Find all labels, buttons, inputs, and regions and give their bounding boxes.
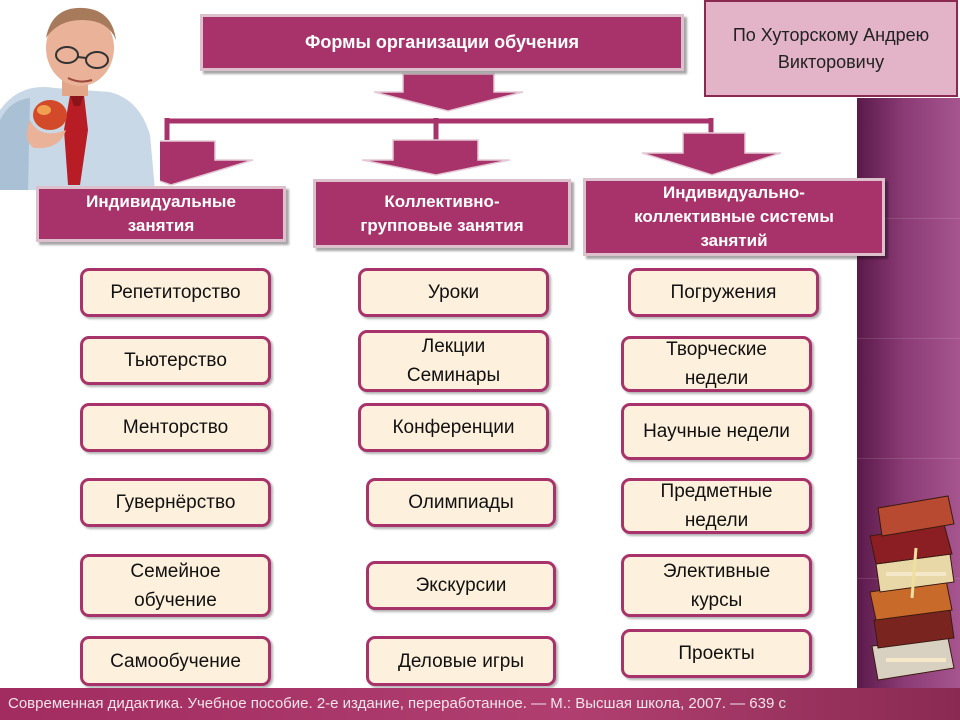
- arrow-systems-down: [641, 132, 782, 176]
- category-systems: Индивидуально-коллективные системы занят…: [583, 178, 885, 256]
- item-individual: Гувернёрство: [80, 478, 271, 527]
- author-note: По Хуторскому Андрею Викторовичу: [704, 0, 958, 97]
- category-group: Коллективно-групповые занятия: [313, 179, 571, 248]
- item-systems: Творческие недели: [621, 336, 812, 392]
- item-systems: Проекты: [621, 629, 812, 678]
- item-systems: Научные недели: [621, 403, 812, 460]
- item-individual: Семейное обучение: [80, 554, 271, 617]
- citation-footer: Современная дидактика. Учебное пособие. …: [0, 688, 960, 720]
- item-systems: Погружения: [628, 268, 819, 317]
- item-individual: Тьютерство: [80, 336, 271, 385]
- item-individual: Самообучение: [80, 636, 271, 686]
- item-individual: Репетиторство: [80, 268, 271, 317]
- item-systems: Элективные курсы: [621, 554, 812, 617]
- item-group: Уроки: [358, 268, 549, 317]
- diagram-title: Формы организации обучения: [200, 14, 684, 71]
- arrow-title-down: [373, 73, 524, 112]
- item-group: Деловые игры: [366, 636, 556, 686]
- item-systems: Предметные недели: [621, 478, 812, 534]
- arrow-group-down: [361, 139, 511, 176]
- item-group: Лекции Семинары: [358, 330, 549, 392]
- man-with-apple-photo: [0, 0, 160, 190]
- item-group: Олимпиады: [366, 478, 556, 527]
- author-text: По Хуторскому Андрею Викторовичу: [732, 24, 930, 72]
- item-individual: Менторство: [80, 403, 271, 452]
- stack-of-books-image: [869, 495, 955, 681]
- item-group: Конференции: [358, 403, 549, 452]
- item-group: Экскурсии: [366, 561, 556, 610]
- category-individual: Индивидуальные занятия: [36, 186, 286, 242]
